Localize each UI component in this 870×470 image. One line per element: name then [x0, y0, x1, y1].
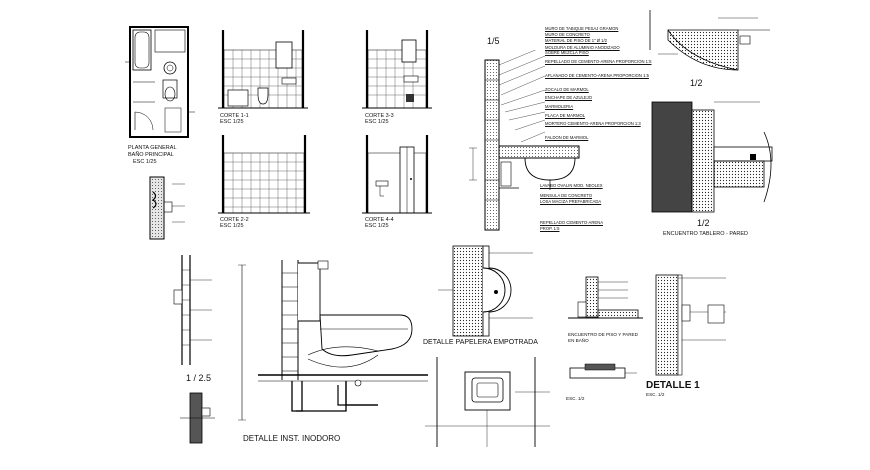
note: REPELLADO DE CEMENTO-ARENA PROPORCION 1:…: [545, 59, 652, 64]
note: PLACA DE MARMOL: [545, 113, 586, 118]
plan-drawing: [125, 26, 195, 138]
wall-detail-small: [149, 176, 185, 240]
encuentro-piso-drawing: [568, 276, 643, 319]
inodoro-section-drawing: [238, 260, 428, 421]
note: PROP. 1:5: [540, 226, 560, 231]
encuentro-tablero-title: ENCUENTRO TABLERO - PARED: [663, 231, 748, 237]
papelera-elevation-drawing: [425, 357, 550, 447]
encuentro-tablero-top-drawing: [649, 10, 770, 71]
encuentro-piso-title: ENCUENTRO DE PISO Y PARED EN BAÑO: [568, 332, 638, 343]
encuentro-piso-small-drawing: [569, 363, 637, 379]
detalle-1-drawing: [655, 274, 726, 376]
note: AFLANADO DE CEMENTO-ARENA PROPORCION 1:5: [545, 73, 649, 78]
corte-4-4-title: CORTE 4-4: [365, 217, 394, 223]
corte-3-3-title: CORTE 3-3: [365, 113, 394, 119]
encuentro-piso-scale: ESC. 1/2: [566, 396, 585, 401]
inodoro-scale: 1 / 2.5: [186, 373, 212, 383]
corte-2-2-drawing: [218, 135, 310, 214]
lavatorio-section-drawing: [469, 50, 580, 231]
note: MATERIAL DE PISO DE 1" Ø 1/2: [545, 38, 607, 43]
note: REPELLADO CEMENTO-ARENA: [540, 220, 603, 225]
inodoro-small-detail: [180, 392, 215, 444]
corte-1-1-title: CORTE 1-1: [220, 113, 249, 119]
corte-4-4-scale: ESC 1/25: [365, 223, 389, 229]
plan-scale: ESC 1/25: [133, 159, 157, 165]
note: MOLDURA DE ALUMINIO ANODIZADO: [545, 45, 620, 50]
note: MURO DE CONCRETO: [545, 32, 590, 37]
note: MORTERO CEMENTO-ARENA PROPORCION 1:3: [545, 121, 641, 126]
plan-title: PLANTA GENERAL: [128, 145, 177, 151]
lavatorio-scale: 1/5: [487, 36, 500, 46]
corte-4-4-drawing: [362, 135, 432, 214]
papelera-section-drawing: [438, 245, 533, 337]
plan-subtitle: BAÑO PRINCIPAL: [128, 152, 174, 158]
corte-1-1-scale: ESC 1/25: [220, 119, 244, 125]
detalle-1-scale: ESC. 1/2: [646, 392, 665, 397]
inodoro-title: DETALLE INST. INODORO: [243, 434, 341, 443]
note: LOSA MACIZA PREFABRICADA: [540, 199, 602, 204]
note: MURO DE TABIQUE PESAJ GRAMON: [545, 26, 619, 31]
corte-2-2-scale: ESC 1/25: [220, 223, 244, 229]
note: FALDON DE MARMOL: [545, 135, 589, 140]
corte-3-3-drawing: [362, 30, 432, 109]
note: MARMOLERIA: [545, 104, 574, 109]
corte-1-1-drawing: [218, 30, 308, 109]
encuentro-tablero-scale: 1/2: [697, 218, 710, 228]
corte-2-2-title: CORTE 2-2: [220, 217, 249, 223]
inodoro-wall-section-drawing: [173, 255, 212, 365]
note: ENCHAPE DE AZULEJO: [545, 95, 593, 100]
encuentro-tablero-drawing: [651, 101, 773, 213]
corte-3-3-scale: ESC 1/25: [365, 119, 389, 125]
note: ZOCALO DE MARMOL: [545, 87, 589, 92]
note: SOBRE MEZCLA PISO: [545, 50, 589, 55]
note: MENSULA DE CONCRETO: [540, 193, 593, 198]
note: LAVABO OVALIN MOD. NEOLEX: [540, 183, 603, 188]
detalle-1-title: DETALLE 1: [646, 380, 700, 391]
encuentro-tablero-scale-top: 1/2: [690, 78, 703, 88]
papelera-title: DETALLE PAPELERA EMPOTRADA: [423, 339, 538, 346]
